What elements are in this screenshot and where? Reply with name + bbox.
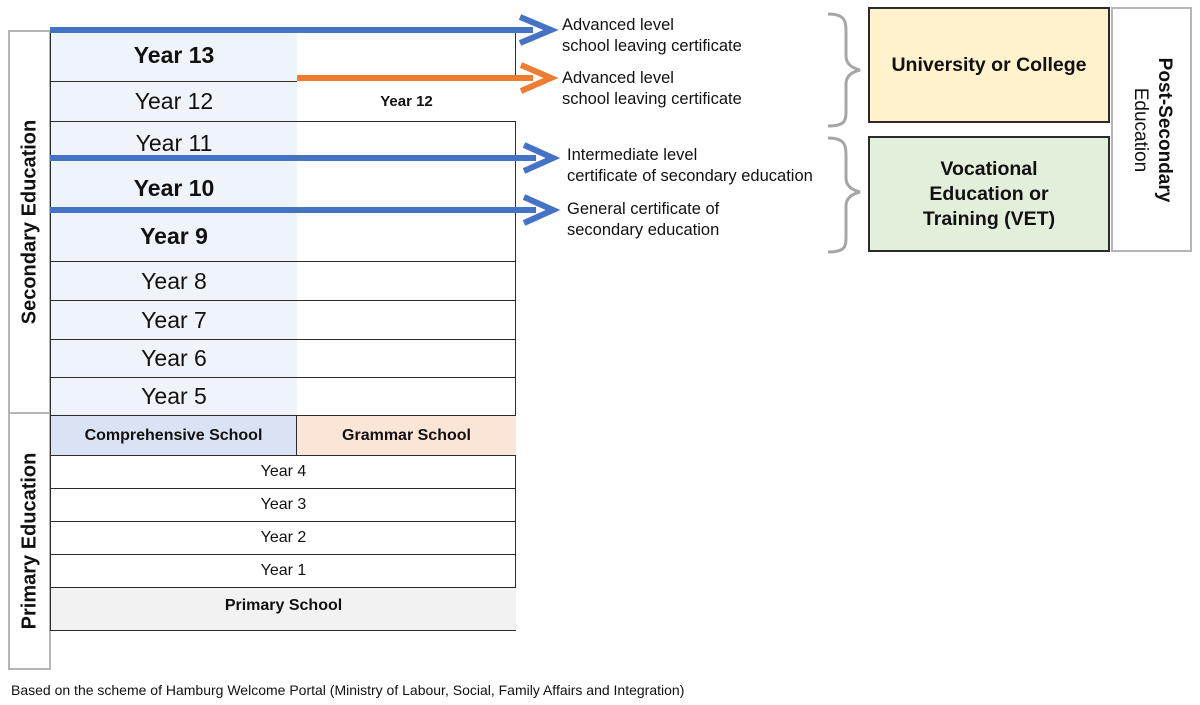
- post-secondary-label-line1: Post-Secondary: [1153, 57, 1175, 202]
- secondary-education-band: Secondary Education: [8, 30, 51, 414]
- vet-line2: Education or: [929, 182, 1049, 205]
- post-secondary-label: Post-Secondary Education: [1128, 57, 1176, 202]
- vet-line1: Vocational: [940, 157, 1038, 180]
- vet-line3: Training (VET): [922, 207, 1056, 230]
- arrow-grammar-year-12: [297, 62, 559, 94]
- comprehensive-year-12: Year 12: [51, 81, 297, 121]
- arrow-year-9: [50, 194, 561, 226]
- comprehensive-year-13: Year 13: [51, 30, 297, 81]
- primary-year-4: Year 4: [51, 455, 516, 488]
- certificate-3-line2: certificate of secondary education: [567, 167, 813, 185]
- grammar-blank-7: [297, 300, 516, 339]
- comprehensive-year-7: Year 7: [51, 300, 297, 339]
- arrow-year-10: [50, 142, 561, 174]
- certificate-4-line1: General certificate of: [567, 200, 720, 218]
- vet-box: Vocational Education or Training (VET): [868, 136, 1110, 252]
- grammar-school-label: Grammar School: [297, 415, 516, 455]
- primary-school-label: Primary School: [51, 587, 516, 630]
- certificate-4-line2: secondary education: [567, 221, 720, 239]
- certificate-3-line1: Intermediate level: [567, 146, 698, 164]
- grammar-blank-11: [297, 121, 516, 164]
- bracket-upper: [827, 12, 861, 128]
- primary-education-band: Primary Education: [8, 412, 51, 670]
- bracket-lower: [827, 136, 861, 254]
- comprehensive-column: Year 13 Year 12 Year 11 Year 10 Year 9 Y…: [51, 30, 297, 415]
- certificate-1: Advanced level school leaving certificat…: [562, 15, 742, 57]
- arrow-year-13: [50, 14, 559, 46]
- certificate-4: General certificate of secondary educati…: [567, 199, 719, 241]
- comprehensive-year-8: Year 8: [51, 261, 297, 300]
- certificate-3: Intermediate level certificate of second…: [567, 145, 813, 187]
- footer-source-note: Based on the scheme of Hamburg Welcome P…: [11, 682, 685, 698]
- post-secondary-label-line2: Education: [1129, 87, 1151, 172]
- grammar-blank-8: [297, 261, 516, 300]
- primary-year-1: Year 1: [51, 554, 516, 587]
- certificate-2-line2: school leaving certificate: [562, 90, 742, 108]
- comprehensive-year-5: Year 5: [51, 377, 297, 415]
- university-box: University or College: [868, 7, 1110, 123]
- comprehensive-school-label: Comprehensive School: [51, 415, 297, 455]
- primary-year-2: Year 2: [51, 521, 516, 554]
- certificate-2-line1: Advanced level: [562, 69, 674, 87]
- primary-year-3: Year 3: [51, 488, 516, 521]
- comprehensive-year-6: Year 6: [51, 339, 297, 377]
- certificate-1-line2: school leaving certificate: [562, 37, 742, 55]
- certificate-2: Advanced level school leaving certificat…: [562, 68, 742, 110]
- grammar-blank-6: [297, 339, 516, 377]
- comprehensive-year-10: Year 10: [51, 164, 297, 212]
- comprehensive-year-9: Year 9: [51, 212, 297, 261]
- school-grid: Year 13 Year 12 Year 11 Year 10 Year 9 Y…: [50, 30, 516, 631]
- grammar-column: Year 12: [297, 30, 516, 415]
- post-secondary-band: Post-Secondary Education: [1111, 7, 1192, 252]
- grammar-blank-5: [297, 377, 516, 415]
- certificate-1-line1: Advanced level: [562, 16, 674, 34]
- grammar-year-12: Year 12: [297, 81, 516, 121]
